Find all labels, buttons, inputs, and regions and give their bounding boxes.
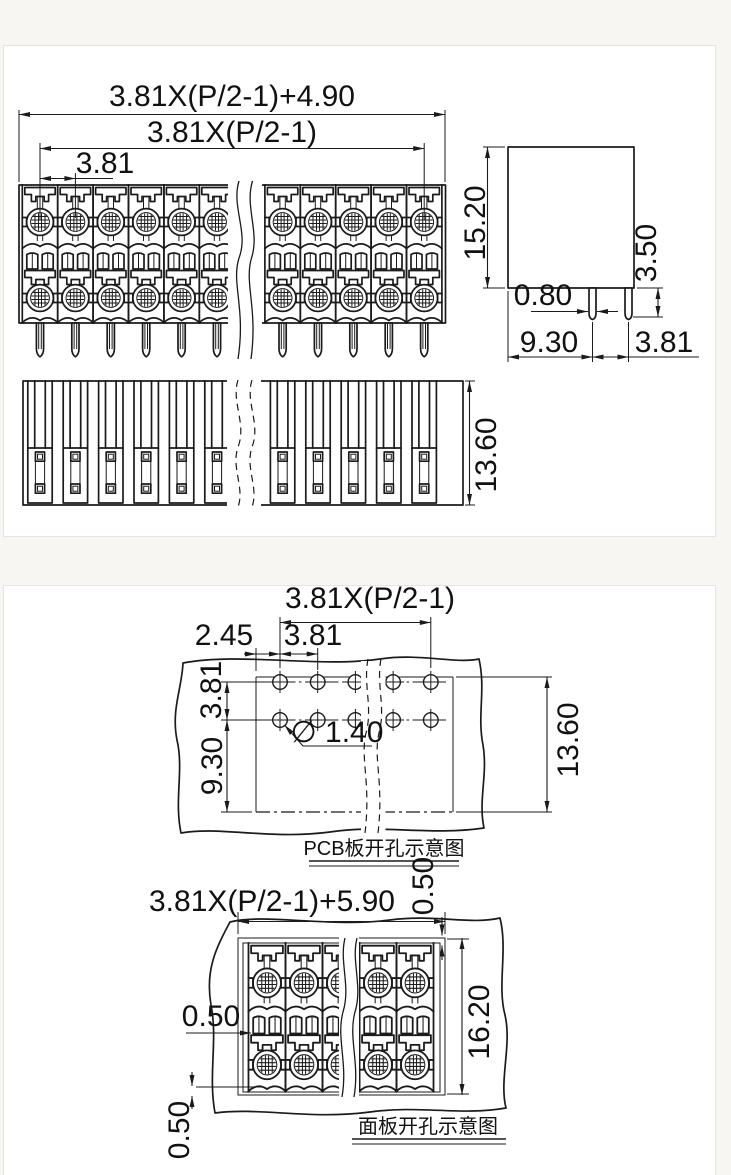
front-view-break bbox=[228, 179, 262, 362]
panel-view-caption: 面板开孔示意图 bbox=[358, 1115, 498, 1138]
side-pin-1 bbox=[588, 287, 597, 321]
dim-pcb-pitch: 3.81 bbox=[284, 619, 342, 652]
side-view: 15.20 3.50 0.80 9.30 3.81 bbox=[459, 146, 699, 362]
pcb-view-caption: PCB板开孔示意图 bbox=[303, 837, 464, 860]
front-view-dimensions: 3.81X(P/2-1)+4.90 3.81X(P/2-1) 3.81 bbox=[18, 80, 446, 220]
dim-front-pitch: 3.81 bbox=[76, 147, 134, 180]
side-view-dimensions: 15.20 3.50 0.80 9.30 3.81 bbox=[459, 146, 699, 362]
dim-panel-clearance-top: 0.50 bbox=[407, 857, 440, 915]
dim-panel-height: 16.20 bbox=[463, 984, 496, 1059]
panel-cutout-view: 3.81X(P/2-1)+5.90 0.50 0.50 16.20 0.50 面… bbox=[149, 857, 508, 1159]
side-pin-2 bbox=[624, 287, 633, 321]
bottom-view-dimensions: 13.60 bbox=[465, 380, 503, 506]
bottom-view: 13.60 bbox=[22, 378, 503, 508]
dim-panel-clearance-bottom: 0.50 bbox=[163, 1101, 196, 1159]
pcb-hole-view: 3.81X(P/2-1) 2.45 3.81 3.81 9.30 ∅ 1.40 … bbox=[174, 582, 585, 867]
dim-pcb-row-to-edge: 9.30 bbox=[196, 737, 229, 795]
dim-side-pin-width: 0.80 bbox=[514, 279, 572, 312]
dim-side-height: 15.20 bbox=[459, 185, 492, 260]
dim-side-edge-to-pin: 9.30 bbox=[520, 326, 578, 359]
dim-panel-clearance-left: 0.50 bbox=[182, 1000, 240, 1033]
dim-pcb-row-pitch: 3.81 bbox=[195, 661, 228, 719]
dim-side-pin-pitch: 3.81 bbox=[635, 326, 693, 359]
dim-pcb-depth: 13.60 bbox=[552, 702, 585, 777]
front-view: 3.81X(P/2-1)+4.90 3.81X(P/2-1) 3.81 bbox=[18, 80, 447, 362]
dim-panel-width: 3.81X(P/2-1)+5.90 bbox=[149, 885, 395, 918]
panel-view-break bbox=[339, 936, 359, 1098]
dim-bottom-depth: 13.60 bbox=[470, 417, 503, 492]
dim-front-span: 3.81X(P/2-1) bbox=[147, 116, 317, 149]
dim-side-pin-length: 3.50 bbox=[630, 224, 663, 282]
dim-front-overall-width: 3.81X(P/2-1)+4.90 bbox=[109, 80, 355, 113]
panel-view-dimensions: 3.81X(P/2-1)+5.90 0.50 0.50 16.20 0.50 bbox=[149, 857, 496, 1159]
dim-pcb-span: 3.81X(P/2-1) bbox=[285, 582, 455, 615]
pcb-view-dimensions: 3.81X(P/2-1) 2.45 3.81 3.81 9.30 ∅ 1.40 … bbox=[195, 582, 585, 813]
dim-pcb-edge-offset: 2.45 bbox=[195, 619, 253, 652]
dim-pcb-hole-diameter: ∅ 1.40 bbox=[291, 716, 384, 749]
bottom-view-break bbox=[227, 378, 261, 508]
